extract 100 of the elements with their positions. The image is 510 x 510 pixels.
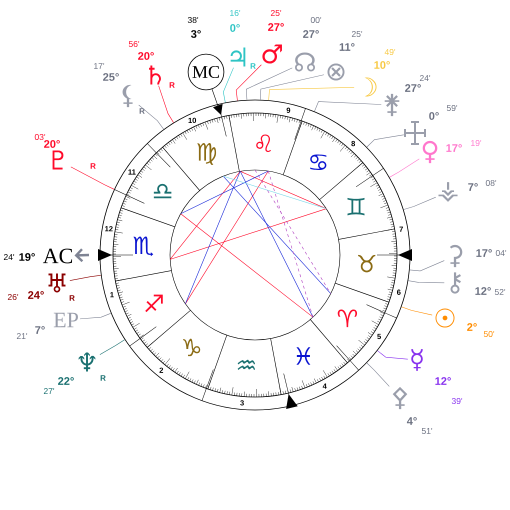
minute-label: 39' xyxy=(452,398,462,404)
minute-label: 00' xyxy=(310,16,322,23)
leader-line xyxy=(70,166,114,190)
planet-glyph: ⚳ xyxy=(450,244,462,268)
minute-label: 19' xyxy=(471,140,482,146)
degree-label: 7° xyxy=(35,326,45,334)
minute-label: 38' xyxy=(188,16,198,23)
zodiac-sign: ♍ xyxy=(197,143,216,165)
zodiac-sign: ♐ xyxy=(145,294,163,312)
leader-line xyxy=(410,260,445,272)
degree-label: 17° xyxy=(476,249,492,257)
minute-label: 24' xyxy=(4,254,14,260)
leader-line xyxy=(268,87,354,100)
minute-label: 17' xyxy=(94,63,104,69)
leader-line xyxy=(212,88,223,115)
minute-label: 21' xyxy=(16,333,28,339)
leader-line xyxy=(408,280,445,284)
retrograde-mark: R xyxy=(170,82,175,88)
minute-label: 49' xyxy=(384,48,396,55)
minute-label: 26' xyxy=(8,294,18,300)
zodiac-sign: ♎ xyxy=(154,184,172,198)
planet-glyph: ⚶ xyxy=(438,182,458,202)
retrograde-mark: R xyxy=(140,108,145,114)
leader-line xyxy=(366,134,404,148)
degree-label: 11° xyxy=(340,43,355,51)
planet-glyph: ♃ xyxy=(230,48,246,66)
degree-label: 2° xyxy=(467,323,477,331)
degree-label: 0° xyxy=(429,112,439,120)
planet-glyph: ⊗ xyxy=(327,63,345,81)
minute-label: 50' xyxy=(484,331,494,337)
zodiac-sign: ♋ xyxy=(310,154,326,170)
degree-label: 20° xyxy=(44,140,60,148)
retrograde-mark: R xyxy=(90,163,96,169)
planet-glyph: ⚷ xyxy=(450,272,461,294)
minute-label: 27' xyxy=(44,388,54,394)
angle-glyph: AC xyxy=(42,248,72,264)
degree-label: 24° xyxy=(28,291,44,299)
leader-line xyxy=(314,101,382,112)
zodiac-sign: ♑ xyxy=(183,338,200,356)
planet-glyph: ⚴ xyxy=(392,386,408,410)
retrograde-mark: R xyxy=(70,295,75,301)
zodiac-sign: ♌ xyxy=(256,134,271,152)
retrograde-mark: R xyxy=(100,375,106,381)
leader-line xyxy=(236,64,262,101)
planet-glyph: ⚸ xyxy=(122,84,133,108)
leader-line xyxy=(389,158,420,178)
minute-label: 51' xyxy=(422,428,432,434)
degree-label: 12° xyxy=(475,287,491,295)
degree-label: 27° xyxy=(405,84,421,92)
minute-label: 25' xyxy=(270,10,282,16)
leader-line xyxy=(246,68,293,100)
leader-line xyxy=(377,350,408,360)
leader-line xyxy=(70,275,102,281)
degree-label: 19° xyxy=(19,253,35,261)
leader-line xyxy=(366,362,390,387)
degree-label: 20° xyxy=(138,52,154,60)
minute-label: 16' xyxy=(230,10,240,16)
degree-label: 10° xyxy=(374,61,390,69)
leader-line xyxy=(100,339,125,355)
minute-label: 59' xyxy=(446,105,458,111)
retrograde-mark: R xyxy=(250,63,256,69)
zodiac-sign: ♏ xyxy=(133,236,154,256)
minute-label: 08' xyxy=(486,180,496,186)
leader-line xyxy=(74,248,90,262)
planet-glyph: ♅ xyxy=(48,274,66,292)
planet-glyph: ♀ xyxy=(422,140,438,164)
planet-glyph: ♄ xyxy=(149,66,161,84)
minute-label: 03' xyxy=(34,134,46,140)
leader-line xyxy=(80,313,112,320)
minute-label: 25' xyxy=(352,30,362,37)
degree-label: 12° xyxy=(435,377,451,385)
minute-label: 56' xyxy=(128,40,140,47)
planet-glyph: ♆ xyxy=(78,352,96,372)
minute-label: 24' xyxy=(420,75,430,81)
degree-label: 7° xyxy=(468,183,478,191)
leader-line xyxy=(158,85,174,123)
zodiac-sign: ♈ xyxy=(338,310,358,328)
angle-glyph: MC xyxy=(188,54,224,90)
zodiac-sign: ♒ xyxy=(238,360,256,370)
planet-glyph: ☊ xyxy=(295,52,315,72)
planet-glyph: ♇ xyxy=(52,150,64,170)
degree-label: 0° xyxy=(230,24,240,32)
minute-label: 52' xyxy=(494,289,506,295)
planet-glyph: ☉ xyxy=(436,308,454,328)
degree-label: 27° xyxy=(268,23,284,31)
degree-label: 25° xyxy=(103,73,119,81)
angle-glyph: EP xyxy=(54,312,78,328)
degree-label: 4° xyxy=(406,417,417,425)
zodiac-sign: ♉ xyxy=(358,254,376,272)
leader-line xyxy=(138,104,164,130)
leader-line xyxy=(401,306,432,316)
degree-label: 3° xyxy=(191,30,201,38)
degree-label: 17° xyxy=(446,144,462,152)
degree-label: 27° xyxy=(303,30,319,38)
leader-line xyxy=(260,74,324,100)
planet-glyph: ♂ xyxy=(262,44,282,64)
leader-line xyxy=(403,196,436,210)
planet-glyph: ☽ xyxy=(364,78,377,96)
planet-glyph: ⚵ xyxy=(384,94,400,116)
zodiac-sign: ♓ xyxy=(296,347,310,365)
